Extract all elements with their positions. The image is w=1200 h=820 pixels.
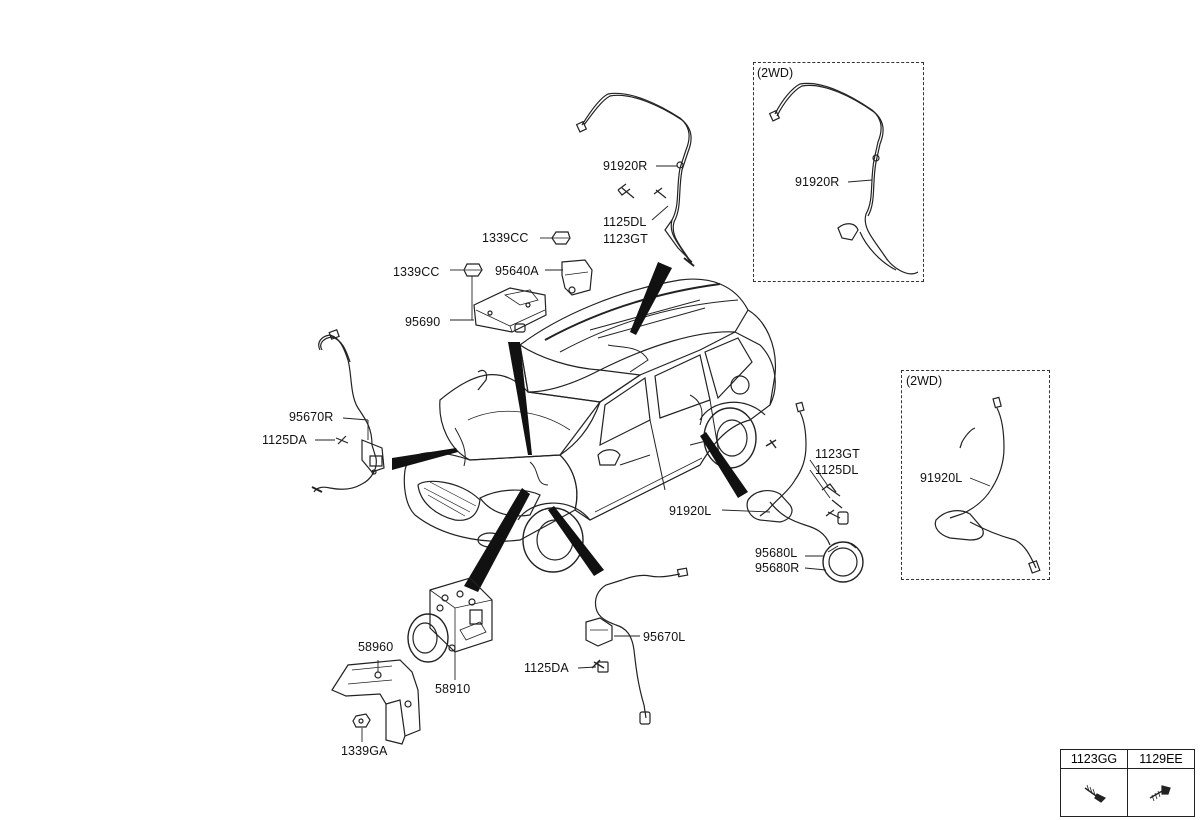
label-58910[interactable]: 58910 (435, 682, 471, 696)
label-95670L[interactable]: 95670L (643, 630, 686, 644)
label-91920R-top[interactable]: 91920R (603, 159, 648, 173)
label-1125DA-bottom[interactable]: 1125DA (524, 661, 569, 675)
label-95670R[interactable]: 95670R (289, 410, 334, 424)
label-91920R-2wd[interactable]: 91920R (795, 175, 840, 189)
fastener-table: 1123GG 1129EE (1060, 749, 1195, 817)
leader-wedges (392, 262, 748, 592)
sensor-cable-95670R (312, 330, 384, 492)
leader-lines (315, 166, 990, 742)
fastener-code-1: 1123GG (1061, 750, 1127, 769)
screw-icon (1128, 768, 1194, 816)
label-1125DA-left[interactable]: 1125DA (262, 433, 307, 447)
fastener-cell-2[interactable]: 1129EE (1128, 750, 1194, 816)
label-1339CC-lower[interactable]: 1339CC (393, 265, 440, 279)
screw-icon (1061, 768, 1127, 816)
sensor-cable-91920R-top (577, 93, 694, 266)
label-1339GA[interactable]: 1339GA (341, 744, 388, 758)
label-1125DL-right[interactable]: 1125DL (815, 463, 859, 477)
label-91920L-2wd[interactable]: 91920L (920, 471, 963, 485)
label-95690[interactable]: 95690 (405, 315, 441, 329)
mounting-bracket (332, 660, 420, 744)
option-box-2wd-top (753, 62, 924, 282)
label-1339CC-upper[interactable]: 1339CC (482, 231, 529, 245)
sensor-cable-95670L (586, 568, 688, 724)
option-box-2wd-right-tag: (2WD) (906, 374, 943, 388)
label-91920L-mid[interactable]: 91920L (669, 504, 712, 518)
option-box-2wd-right (901, 370, 1050, 580)
label-1123GT-top[interactable]: 1123GT (603, 232, 648, 246)
label-95680R[interactable]: 95680R (755, 561, 800, 575)
label-95680L[interactable]: 95680L (755, 546, 798, 560)
sensor-cable-91920L-2wd (935, 397, 1040, 573)
fastener-code-2: 1129EE (1128, 750, 1194, 769)
sensor-cable-91920R-2wd (770, 83, 918, 273)
hydraulic-modulator-unit (408, 578, 492, 662)
fastener-cell-1[interactable]: 1123GG (1061, 750, 1128, 816)
control-unit-95690 (464, 232, 592, 332)
label-1123GT-right[interactable]: 1123GT (815, 447, 860, 461)
vehicle-outline (404, 279, 775, 572)
label-95640A[interactable]: 95640A (495, 264, 539, 278)
label-58960[interactable]: 58960 (358, 640, 394, 654)
sensor-cable-91920L (747, 402, 863, 582)
label-1125DL-top[interactable]: 1125DL (603, 215, 647, 229)
option-box-2wd-top-tag: (2WD) (757, 66, 794, 80)
